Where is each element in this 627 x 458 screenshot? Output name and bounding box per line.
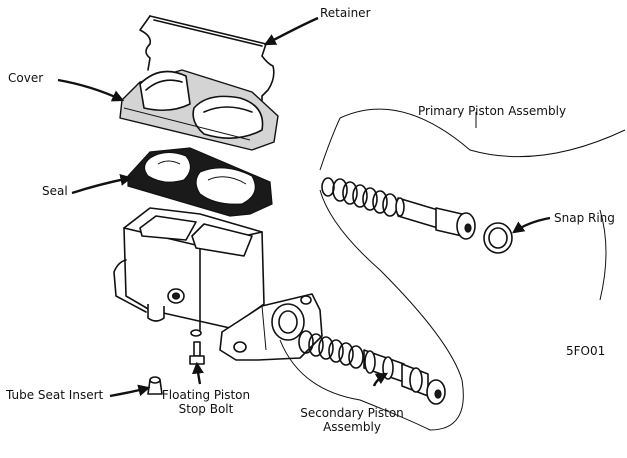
label-tube-seat-insert: Tube Seat Insert bbox=[6, 388, 104, 402]
leader-arrows bbox=[57, 16, 551, 398]
label-primary-piston-assembly: Primary Piston Assembly bbox=[418, 104, 567, 118]
retainer-wire bbox=[139, 15, 275, 113]
label-secondary-piston-line2: Assembly bbox=[323, 420, 381, 434]
assembly-outlines bbox=[279, 108, 626, 431]
label-seal: Seal bbox=[42, 184, 68, 198]
label-secondary-piston-line1: Secondary Piston bbox=[300, 406, 404, 420]
stop-bolt bbox=[189, 329, 205, 365]
reservoir-cover bbox=[119, 69, 279, 151]
label-figure-code: 5FO01 bbox=[566, 344, 606, 358]
label-cover: Cover bbox=[8, 71, 44, 85]
snap-ring bbox=[483, 222, 513, 254]
label-secondary-piston-assembly: Secondary Piston Assembly bbox=[300, 406, 404, 434]
label-snap-ring: Snap Ring bbox=[554, 211, 615, 225]
secondary-piston-assembly bbox=[298, 330, 446, 405]
reservoir-seal bbox=[127, 147, 273, 217]
label-retainer: Retainer bbox=[320, 6, 371, 20]
master-cylinder-body bbox=[113, 207, 323, 361]
label-floating-piston-stop-bolt: Floating Piston Stop Bolt bbox=[158, 388, 254, 416]
label-floating-piston-line1: Floating Piston bbox=[161, 388, 251, 402]
primary-piston-assembly bbox=[321, 177, 476, 240]
label-floating-piston-line2: Stop Bolt bbox=[178, 402, 234, 416]
